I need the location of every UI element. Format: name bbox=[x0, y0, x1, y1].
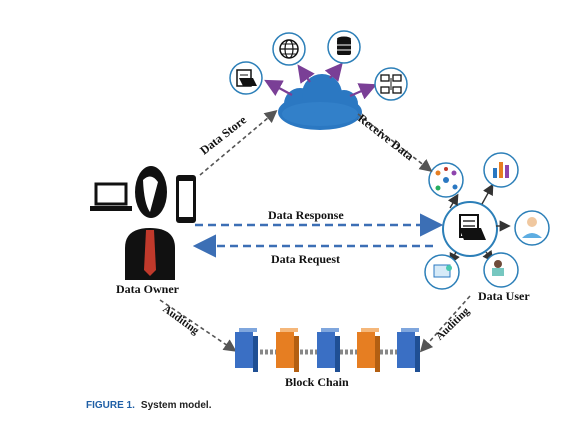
figure-caption: FIGURE 1. System model. bbox=[86, 400, 212, 411]
businessman-icon bbox=[125, 228, 175, 280]
user-type-arrows bbox=[447, 183, 511, 265]
cloud-icon bbox=[278, 74, 362, 130]
laptop-icon bbox=[90, 182, 132, 211]
folder-document-icon bbox=[442, 201, 498, 257]
teacher-icon bbox=[483, 252, 519, 288]
data-request-label: Data Request bbox=[271, 252, 340, 266]
block bbox=[357, 328, 380, 372]
figure-number: FIGURE 1. bbox=[86, 400, 135, 411]
data-owner-label: Data Owner bbox=[116, 282, 179, 296]
data-response-label: Data Response bbox=[268, 208, 344, 222]
smartphone-icon bbox=[176, 175, 196, 223]
block bbox=[397, 328, 420, 372]
figure-title: System model. bbox=[140, 400, 212, 411]
doctor-icon bbox=[514, 210, 550, 246]
block bbox=[276, 328, 299, 372]
block bbox=[235, 328, 258, 372]
block bbox=[317, 328, 340, 372]
analytics-team-icon bbox=[483, 152, 519, 188]
cloud-service-arrows bbox=[264, 62, 378, 100]
receive-data-arrow bbox=[357, 113, 433, 172]
block-chain-label: Block Chain bbox=[285, 375, 349, 389]
data-store-arrow bbox=[199, 109, 278, 176]
network-nodes-icon bbox=[428, 162, 464, 198]
auditing-arrow-left bbox=[159, 299, 237, 352]
auditing-arrow-right bbox=[419, 295, 471, 353]
blockchain bbox=[235, 328, 420, 372]
lab-worker-icon bbox=[424, 254, 460, 290]
folder-document-icon bbox=[229, 61, 263, 95]
data-user-label: Data User bbox=[478, 289, 530, 303]
tablet-icon bbox=[135, 166, 167, 218]
database-icon bbox=[327, 30, 361, 64]
network-computers-icon bbox=[374, 67, 408, 101]
globe-icon bbox=[272, 32, 306, 66]
